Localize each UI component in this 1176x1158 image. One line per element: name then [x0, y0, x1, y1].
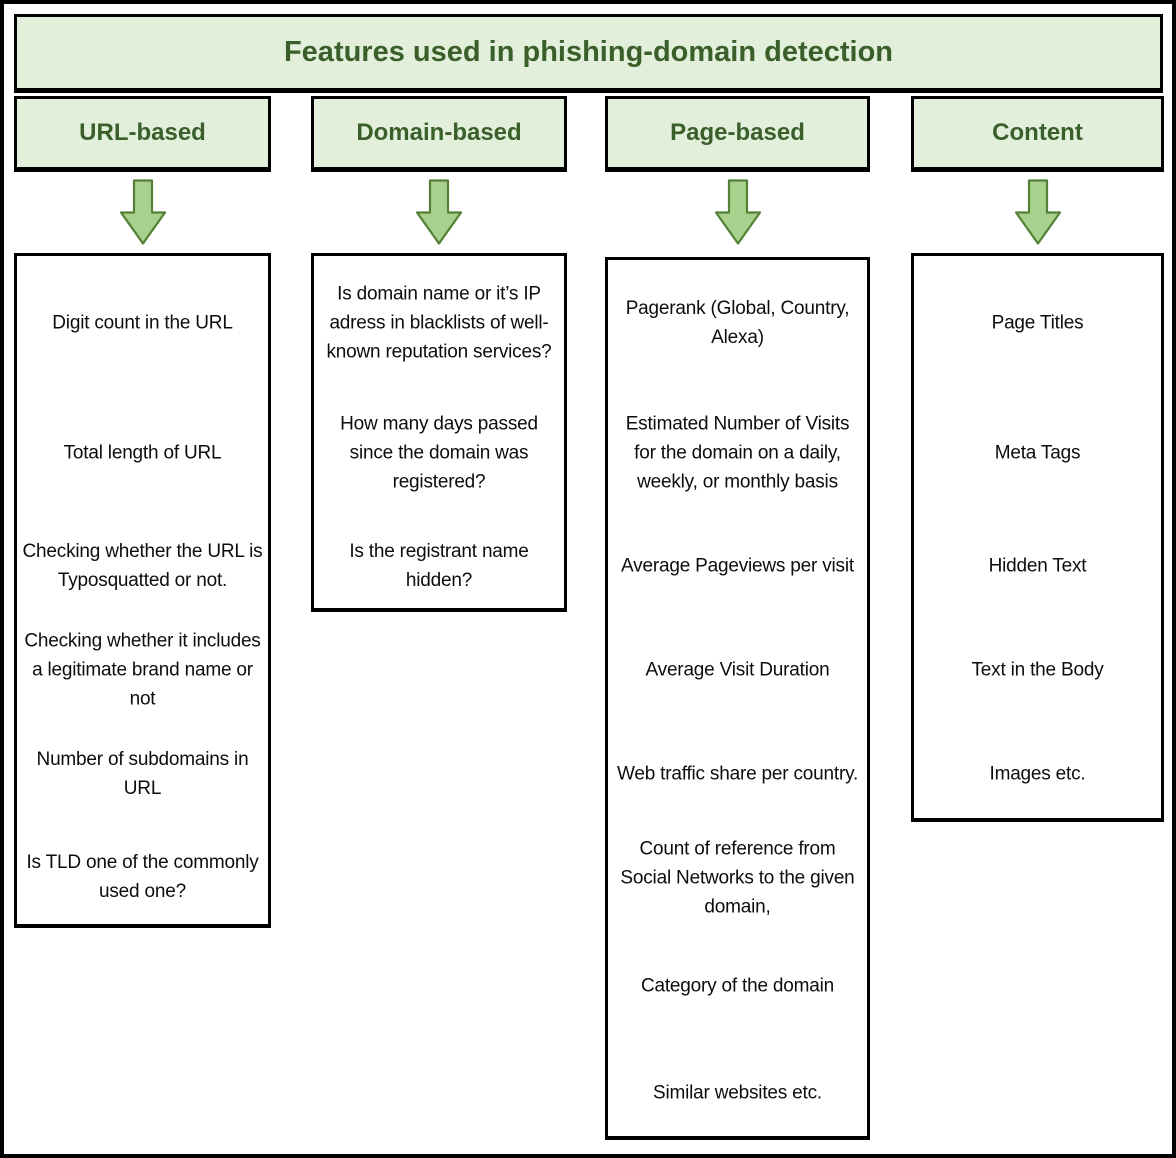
down-arrow-icon [416, 179, 462, 245]
feature-item: Web traffic share per country. [616, 763, 859, 785]
down-arrow-icon [120, 179, 166, 245]
feature-item: Category of the domain [640, 975, 835, 997]
feature-item: Digit count in the URL [52, 312, 233, 334]
down-arrow-icon [1015, 179, 1061, 245]
feature-item: Is domain name or it’s IP adress in blac… [326, 283, 552, 363]
feature-item: Text in the Body [971, 659, 1104, 681]
feature-item: Checking whether it includes a legitimat… [24, 630, 261, 710]
feature-item: Meta Tags [994, 442, 1081, 464]
feature-item: Page Titles [991, 312, 1084, 334]
feature-item: Average Visit Duration [645, 659, 830, 681]
column-header-domain-based: Domain-based [311, 96, 567, 172]
column-header-url-based: URL-based [14, 96, 271, 172]
feature-item: Estimated Number of Visits for the domai… [625, 413, 850, 493]
feature-list-content: Page Titles Meta Tags Hidden Text Text i… [911, 253, 1164, 822]
feature-item: Checking whether the URL is Typosquatted… [22, 541, 263, 591]
feature-item: Pagerank (Global, Country, Alexa) [625, 298, 850, 348]
feature-item: Similar websites etc. [653, 1082, 822, 1104]
diagram-title: Features used in phishing-domain detecti… [14, 14, 1163, 93]
down-arrow-icon [715, 179, 761, 245]
feature-item: Average Pageviews per visit [621, 555, 854, 577]
feature-list-page-based: Pagerank (Global, Country, Alexa) Estima… [605, 257, 870, 1140]
down-arrow-shape [715, 179, 761, 245]
feature-list-url-based: Digit count in the URL Total length of U… [14, 253, 271, 928]
down-arrow-shape [120, 179, 166, 245]
feature-item: Is the registrant name hidden? [349, 541, 529, 591]
column-header-page-based: Page-based [605, 96, 870, 172]
down-arrow-shape [416, 179, 462, 245]
feature-item: Number of subdomains in URL [36, 749, 249, 799]
down-arrow-shape [1015, 179, 1061, 245]
feature-item: Is TLD one of the commonly used one? [26, 852, 259, 902]
feature-item: Count of reference from Social Networks … [620, 838, 855, 918]
feature-item: How many days passed since the domain wa… [340, 413, 538, 493]
column-header-content: Content [911, 96, 1164, 172]
feature-item: Hidden Text [988, 555, 1087, 577]
feature-item: Images etc. [989, 763, 1086, 785]
feature-item: Total length of URL [63, 442, 222, 464]
feature-list-domain-based: Is domain name or it’s IP adress in blac… [311, 253, 567, 612]
